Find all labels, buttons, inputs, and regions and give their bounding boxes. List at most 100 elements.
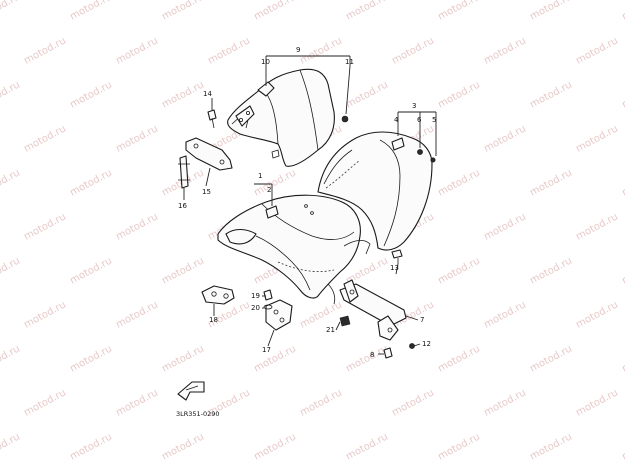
watermark-text: motod.ru xyxy=(574,123,620,154)
front-direction-arrow-icon xyxy=(177,381,205,401)
callout-7: 7 xyxy=(420,316,424,324)
watermark-text: motod.ru xyxy=(0,255,22,286)
watermark-text: motod.ru xyxy=(68,255,114,286)
seat-lock-bracket-7 xyxy=(339,279,415,359)
callout-9: 9 xyxy=(296,46,300,54)
watermark-text: motod.ru xyxy=(252,0,298,23)
watermark-text: motod.ru xyxy=(574,35,620,66)
callout-16: 16 xyxy=(178,202,187,210)
watermark-text: motod.ru xyxy=(160,255,206,286)
bracket-assembly-15 xyxy=(178,109,233,189)
watermark-text: motod.ru xyxy=(114,387,160,418)
watermark-text: motod.ru xyxy=(68,167,114,198)
watermark-text: motod.ru xyxy=(620,167,625,198)
bolt-13 xyxy=(391,249,403,264)
watermark-text: motod.ru xyxy=(22,211,68,242)
callout-1: 1 xyxy=(258,172,262,180)
watermark-text: motod.ru xyxy=(298,35,344,66)
callout-18: 18 xyxy=(209,316,218,324)
watermark-text: motod.ru xyxy=(22,299,68,330)
diagram-code: 3LR351-0290 xyxy=(176,410,220,418)
watermark-text: motod.ru xyxy=(344,431,390,462)
watermark-text: motod.ru xyxy=(620,0,625,23)
watermark-text: motod.ru xyxy=(114,299,160,330)
watermark-text: motod.ru xyxy=(620,343,625,374)
watermark-text: motod.ru xyxy=(68,0,114,23)
hinge-18 xyxy=(201,285,235,305)
watermark-text: motod.ru xyxy=(390,387,436,418)
watermark-text: motod.ru xyxy=(436,79,482,110)
leader-lines xyxy=(183,55,437,355)
watermark-text: motod.ru xyxy=(482,299,528,330)
watermark-text: motod.ru xyxy=(252,431,298,462)
watermark-text: motod.ru xyxy=(344,79,390,110)
watermark-text: motod.ru xyxy=(620,431,625,462)
watermark-text: motod.ru xyxy=(0,79,22,110)
watermark-text: motod.ru xyxy=(298,299,344,330)
watermark-text: motod.ru xyxy=(68,79,114,110)
watermark-text: motod.ru xyxy=(252,343,298,374)
callout-2: 2 xyxy=(267,186,271,194)
front-seat xyxy=(217,194,371,305)
callout-11: 11 xyxy=(345,58,354,66)
callout-6: 6 xyxy=(417,116,422,124)
watermark-text: motod.ru xyxy=(436,255,482,286)
callout-21: 21 xyxy=(326,326,335,334)
watermark-text: motod.ru xyxy=(160,431,206,462)
callout-8: 8 xyxy=(370,351,374,359)
watermark-text: motod.ru xyxy=(390,35,436,66)
callout-20: 20 xyxy=(251,304,260,312)
hinge-17 xyxy=(263,289,293,331)
watermark-text: motod.ru xyxy=(22,35,68,66)
watermark-text: motod.ru xyxy=(68,431,114,462)
watermark-text: motod.ru xyxy=(344,343,390,374)
rear-seat-cowl xyxy=(227,68,349,167)
watermark-text: motod.ru xyxy=(436,0,482,23)
watermark-text: motod.ru xyxy=(114,211,160,242)
watermark-text: motod.ru xyxy=(528,79,574,110)
watermark-text: motod.ru xyxy=(160,343,206,374)
callout-15: 15 xyxy=(202,188,211,196)
watermark-text: motod.ru xyxy=(528,0,574,23)
watermark-text: motod.ru xyxy=(0,167,22,198)
watermark-text: motod.ru xyxy=(22,123,68,154)
watermark-text: motod.ru xyxy=(344,0,390,23)
watermark-text: motod.ru xyxy=(574,387,620,418)
callout-10: 10 xyxy=(261,58,270,66)
watermark-text: motod.ru xyxy=(482,35,528,66)
watermark-text: motod.ru xyxy=(620,79,625,110)
watermark-text: motod.ru xyxy=(298,387,344,418)
watermark-text: motod.ru xyxy=(528,343,574,374)
watermark-text: motod.ru xyxy=(574,211,620,242)
watermark-text: motod.ru xyxy=(0,431,22,462)
watermark-text: motod.ru xyxy=(0,0,22,23)
watermark-text: motod.ru xyxy=(482,387,528,418)
watermark-text: motod.ru xyxy=(528,167,574,198)
callout-17: 17 xyxy=(262,346,271,354)
watermark-text: motod.ru xyxy=(22,387,68,418)
watermark-text: motod.ru xyxy=(160,79,206,110)
callout-19: 19 xyxy=(251,292,260,300)
callout-4: 4 xyxy=(394,116,399,124)
callout-5: 5 xyxy=(432,116,436,124)
watermark-text: motod.ru xyxy=(528,431,574,462)
callout-14: 14 xyxy=(203,90,212,98)
watermark-text: motod.ru xyxy=(528,255,574,286)
watermark-text: motod.ru xyxy=(114,123,160,154)
watermark-text: motod.ru xyxy=(482,211,528,242)
watermark-text: motod.ru xyxy=(436,431,482,462)
watermark-text: motod.ru xyxy=(114,35,160,66)
callout-13: 13 xyxy=(390,264,399,272)
watermark-text: motod.ru xyxy=(436,167,482,198)
callout-12: 12 xyxy=(422,340,431,348)
watermark-text: motod.ru xyxy=(0,343,22,374)
watermark-text: motod.ru xyxy=(574,299,620,330)
watermark-text: motod.ru xyxy=(620,255,625,286)
side-cover xyxy=(317,131,436,251)
watermark-text: motod.ru xyxy=(436,343,482,374)
watermark-text: motod.ru xyxy=(68,343,114,374)
callout-3: 3 xyxy=(412,102,416,110)
callout-labels: 9 10 11 14 15 16 3 4 6 5 1 2 13 19 20 18… xyxy=(176,46,436,418)
